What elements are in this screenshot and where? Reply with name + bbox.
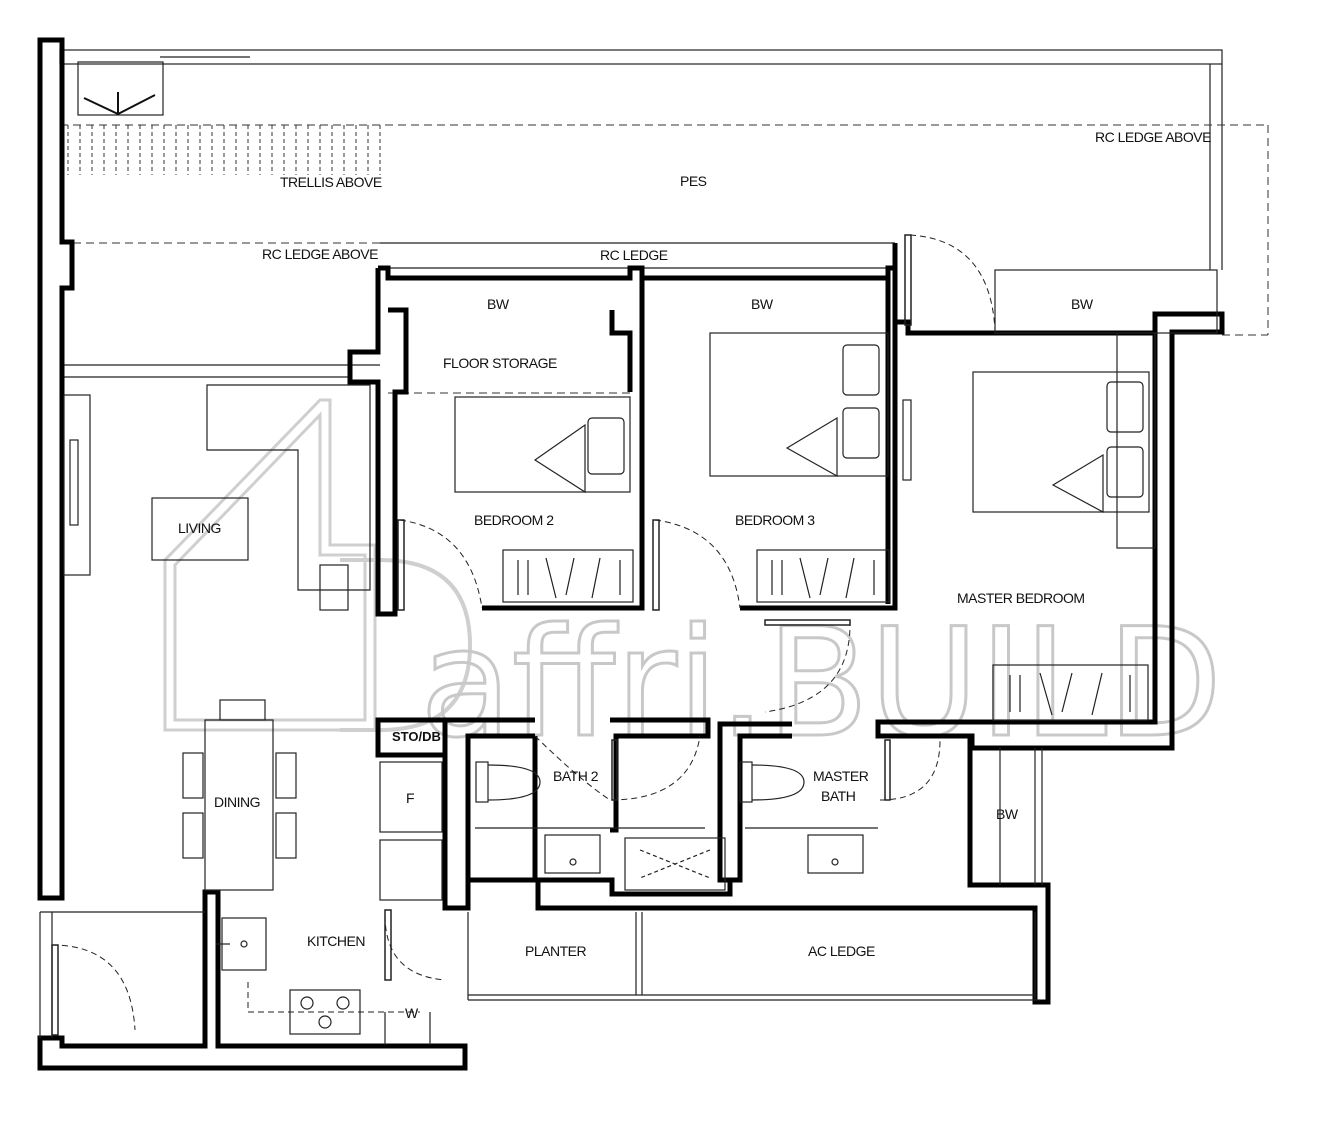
- door-leaves: [51, 234, 912, 1036]
- door-bedroom2: [399, 519, 483, 609]
- bedroom3-furniture: [709, 332, 912, 603]
- bedroom2-wall: [347, 265, 645, 617]
- bed: [454, 396, 631, 493]
- bedroom3-wall: [642, 265, 898, 611]
- door-pes: [909, 234, 996, 331]
- label-bedroom2: BEDROOM 2: [474, 512, 554, 528]
- fridge-box: [379, 761, 443, 833]
- dining-chair: [182, 812, 204, 859]
- dining-chair: [275, 752, 297, 799]
- label-floor-storage: FLOOR STORAGE: [443, 355, 557, 371]
- door-main-entrance: [51, 944, 136, 1031]
- bottom-left-wall: [37, 889, 468, 1071]
- toilet-icon: [475, 761, 489, 803]
- master-bedroom-wall: [875, 243, 1225, 751]
- label-rc-ledge-above-left: RC LEDGE ABOVE: [262, 246, 378, 262]
- basin-icon: [544, 834, 601, 874]
- toilet-icon: [739, 761, 753, 803]
- watermark-logo-mark: [163, 398, 377, 732]
- tv-icon: [69, 439, 79, 526]
- label-kitchen: KITCHEN: [307, 933, 365, 949]
- label-bw-bedroom2: BW: [487, 296, 510, 312]
- master-bath-wall: [535, 721, 1051, 1005]
- label-living: LIVING: [178, 520, 221, 536]
- dining-furniture: [182, 699, 297, 891]
- master-bedroom-furniture: [972, 332, 1156, 721]
- label-fridge: F: [406, 790, 414, 806]
- watermark-text: affri.BUILD: [420, 597, 1222, 771]
- label-master-bath-2: BATH: [821, 788, 855, 804]
- watermark: affri.BUILD: [163, 398, 1224, 773]
- walls: [37, 37, 1225, 1071]
- label-ac-ledge: AC LEDGE: [808, 943, 875, 959]
- wardrobe: [992, 664, 1149, 721]
- living-furniture: [63, 384, 371, 611]
- label-planter: PLANTER: [525, 943, 586, 959]
- wardrobe: [756, 549, 890, 603]
- trellis-hatch: [67, 125, 381, 175]
- dining-chair: [219, 699, 266, 721]
- bedroom2-furniture: [454, 396, 634, 603]
- door-master-bath: [879, 739, 941, 801]
- door-master-bedroom: [764, 624, 851, 713]
- counter-dash: [247, 982, 420, 1013]
- wardrobe: [502, 549, 634, 603]
- bed: [709, 332, 889, 477]
- dining-chair: [182, 752, 204, 799]
- thin-walls: [39, 269, 1218, 1038]
- watermark-d-letter: [340, 558, 473, 732]
- kitchen-cabinet: [379, 839, 443, 901]
- kitchen-fixtures: [216, 761, 443, 1045]
- washer-icon: [384, 1012, 431, 1045]
- tv-console: [63, 394, 91, 576]
- label-sto-db: STO/DB: [392, 729, 441, 744]
- sofa: [206, 384, 371, 591]
- label-bw-right: BW: [996, 806, 1019, 822]
- label-bath2: BATH 2: [553, 768, 599, 784]
- shower-icon: [624, 837, 726, 891]
- gate-icon: [83, 92, 156, 116]
- bath-fixtures: [475, 761, 864, 891]
- label-master-bedroom: MASTER BEDROOM: [957, 590, 1085, 606]
- label-pes: PES: [680, 173, 707, 189]
- bed: [972, 371, 1150, 513]
- stove-icon: [289, 989, 361, 1035]
- label-bedroom3: BEDROOM 3: [735, 512, 815, 528]
- label-bw-master: BW: [1071, 296, 1094, 312]
- door-kitchen: [384, 914, 446, 981]
- label-rc-ledge: RC LEDGE: [600, 247, 668, 263]
- side-table: [319, 564, 349, 611]
- rc-ledge-above-dashed: [60, 124, 1269, 394]
- dining-chair: [275, 812, 297, 859]
- label-trellis-above: TRELLIS ABOVE: [280, 174, 382, 190]
- coffee-table: [151, 497, 249, 561]
- label-bw-bedroom3: BW: [751, 296, 774, 312]
- door-bedroom3: [654, 519, 741, 609]
- label-dining: DINING: [214, 794, 260, 810]
- label-rc-ledge-above-top: RC LEDGE ABOVE: [1095, 129, 1211, 145]
- pes-area: [59, 49, 1223, 270]
- label-washer: W: [405, 1005, 419, 1021]
- bath2-wall: [442, 717, 711, 911]
- faucet-icon: [240, 940, 248, 948]
- left-outer-wall: [37, 37, 75, 901]
- basin-icon: [807, 834, 864, 874]
- label-master-bath-1: MASTER: [813, 768, 869, 784]
- room-labels: TRELLIS ABOVE PES RC LEDGE ABOVE RC LEDG…: [178, 129, 1212, 1021]
